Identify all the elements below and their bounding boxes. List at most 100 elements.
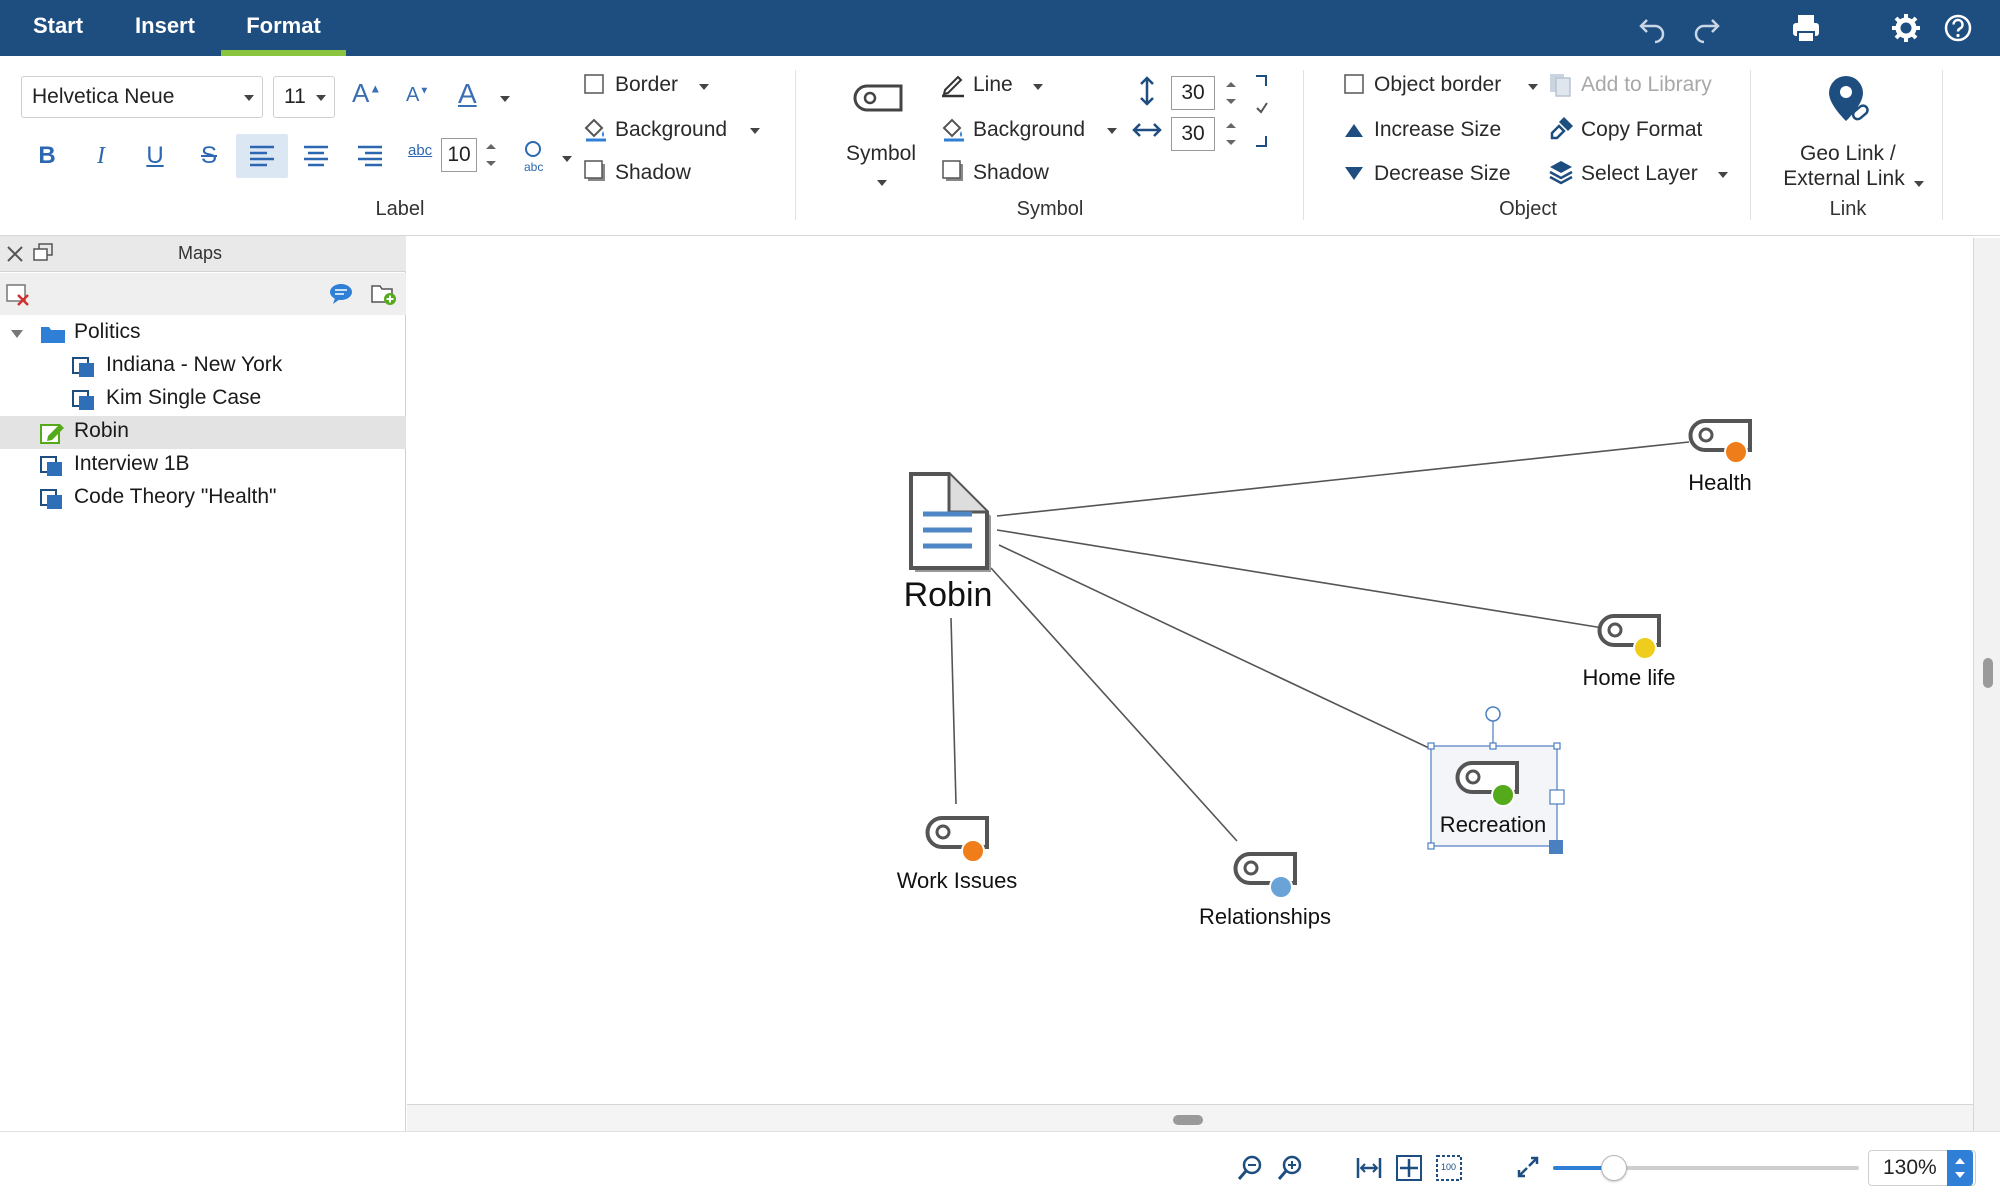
add-to-library-button[interactable]: Add to Library (1581, 73, 1712, 96)
shrink-font-button[interactable]: A▼ (406, 84, 430, 106)
line-spacing-input[interactable]: 10 (441, 138, 477, 172)
zoom-stepper[interactable] (1947, 1150, 1973, 1186)
document-icon[interactable] (909, 472, 991, 572)
symbol-width-input[interactable]: 30 (1171, 117, 1215, 151)
strikethrough-button[interactable]: S (200, 142, 217, 169)
vertical-scroll-thumb[interactable] (1983, 658, 1993, 688)
help-icon[interactable] (1940, 10, 1976, 46)
border-button[interactable]: Border (615, 73, 679, 96)
fit-page-icon[interactable] (1395, 1154, 1423, 1187)
map-item-robin[interactable]: Robin (0, 416, 406, 449)
code-symbol-icon[interactable] (1597, 614, 1661, 660)
map-canvas[interactable]: Robin Health Home life Recreation Work I… (407, 238, 1973, 1104)
symbol-height-input[interactable]: 30 (1171, 76, 1215, 110)
map-node-robin-label[interactable]: Robin (903, 576, 993, 614)
redo-icon[interactable] (1688, 10, 1724, 46)
italic-button[interactable]: I (97, 143, 105, 169)
font-family-combo[interactable]: Helvetica Neue (21, 76, 263, 118)
map-item-interview-1b[interactable]: Interview 1B (0, 449, 406, 482)
comment-icon[interactable] (328, 282, 354, 306)
label-background-button[interactable]: Background (615, 118, 728, 141)
map-node-work-issues-label[interactable]: Work Issues (896, 868, 1018, 893)
symbol-background-button[interactable]: Background (973, 118, 1086, 141)
select-layer-button[interactable]: Select Layer (1581, 162, 1698, 185)
new-map-folder-icon[interactable] (370, 282, 398, 306)
label-shape-button[interactable]: abc (520, 140, 546, 176)
border-checkbox[interactable] (584, 74, 604, 94)
grow-font-button[interactable]: A▲ (352, 78, 382, 108)
delete-map-icon[interactable] (6, 283, 32, 307)
map-node-relationships-label[interactable]: Relationships (1198, 904, 1332, 929)
align-right-button[interactable] (344, 134, 396, 178)
chevron-down-icon[interactable] (750, 128, 760, 134)
code-symbol-icon[interactable] (1688, 419, 1752, 464)
text-wrap-button[interactable]: abc (408, 142, 432, 159)
font-size-combo[interactable]: 11 (273, 76, 335, 118)
fit-width-icon[interactable] (1355, 1154, 1383, 1187)
chevron-down-icon[interactable] (1718, 172, 1728, 178)
horizontal-scrollbar[interactable] (407, 1104, 1973, 1131)
aspect-lock-icon[interactable] (1252, 74, 1272, 154)
object-border-button[interactable]: Object border (1374, 73, 1502, 96)
symbol-icon[interactable] (853, 82, 907, 118)
undo-icon[interactable] (1635, 10, 1671, 46)
symbol-shadow-button[interactable]: Shadow (973, 161, 1049, 184)
print-icon[interactable] (1788, 10, 1824, 46)
close-icon[interactable] (6, 245, 24, 263)
geo-link-pin-icon[interactable] (1826, 74, 1872, 130)
paint-bucket-icon[interactable] (582, 116, 608, 142)
symbol-width-stepper[interactable] (1226, 121, 1236, 147)
chevron-down-icon[interactable] (562, 156, 572, 162)
label-shadow-checkbox[interactable] (584, 160, 606, 182)
symbol-height-stepper[interactable] (1226, 80, 1236, 106)
map-node-home-life-label[interactable]: Home life (1582, 665, 1676, 690)
paint-bucket-icon[interactable] (940, 116, 966, 142)
gear-icon[interactable] (1888, 10, 1924, 46)
tab-format[interactable]: Format (221, 0, 346, 56)
code-symbol-icon[interactable] (1233, 852, 1297, 899)
tab-insert[interactable]: Insert (135, 13, 195, 38)
zoom-slider-track[interactable] (1553, 1166, 1859, 1170)
map-item-kim-single-case[interactable]: Kim Single Case (0, 383, 406, 416)
vertical-scrollbar[interactable] (1973, 238, 2000, 1131)
line-pen-icon[interactable] (940, 72, 966, 98)
chevron-down-icon[interactable] (877, 180, 887, 186)
code-symbol-icon[interactable] (925, 816, 989, 863)
chevron-down-icon[interactable] (1914, 181, 1924, 187)
align-center-button[interactable] (290, 134, 342, 178)
font-color-button[interactable]: A (458, 78, 477, 110)
layers-icon[interactable] (1548, 158, 1574, 186)
line-button[interactable]: Line (973, 73, 1013, 96)
map-node-recreation-label[interactable]: Recreation (1439, 812, 1547, 837)
symbol-shadow-checkbox[interactable] (942, 160, 964, 182)
line-spacing-stepper[interactable] (486, 142, 496, 168)
zoom-slider-handle[interactable] (1601, 1155, 1628, 1181)
map-node-health-label[interactable]: Health (1688, 470, 1752, 495)
zoom-in-icon[interactable] (1276, 1154, 1304, 1187)
geo-link-label-line2[interactable]: External Link (1783, 167, 1905, 190)
geo-link-label-line1[interactable]: Geo Link / (1800, 142, 1896, 165)
code-symbol-icon[interactable] (1455, 761, 1519, 807)
expand-triangle-icon[interactable] (10, 329, 24, 339)
map-item-code-theory-health[interactable]: Code Theory "Health" (0, 482, 406, 515)
object-border-checkbox[interactable] (1344, 74, 1364, 94)
chevron-down-icon[interactable] (699, 84, 709, 90)
zoom-out-icon[interactable] (1236, 1154, 1264, 1187)
chevron-down-icon[interactable] (1033, 84, 1043, 90)
symbol-button[interactable]: Symbol (846, 142, 917, 165)
align-left-button[interactable] (236, 134, 288, 178)
reset-zoom-icon[interactable] (1514, 1154, 1542, 1187)
map-folder-politics[interactable]: Politics (0, 317, 406, 350)
underline-button[interactable]: U (146, 142, 164, 169)
map-item-indiana-new-york[interactable]: Indiana - New York (0, 350, 406, 383)
actual-size-icon[interactable]: 100 (1435, 1154, 1463, 1187)
undock-icon[interactable] (32, 243, 54, 263)
label-shadow-button[interactable]: Shadow (615, 161, 691, 184)
increase-size-button[interactable]: Increase Size (1374, 118, 1502, 141)
chevron-down-icon[interactable] (500, 96, 510, 102)
chevron-down-icon[interactable] (1528, 84, 1538, 90)
chevron-down-icon[interactable] (1107, 128, 1117, 134)
copy-format-button[interactable]: Copy Format (1581, 118, 1703, 141)
bold-button[interactable]: B (38, 142, 56, 169)
decrease-size-button[interactable]: Decrease Size (1374, 162, 1511, 185)
